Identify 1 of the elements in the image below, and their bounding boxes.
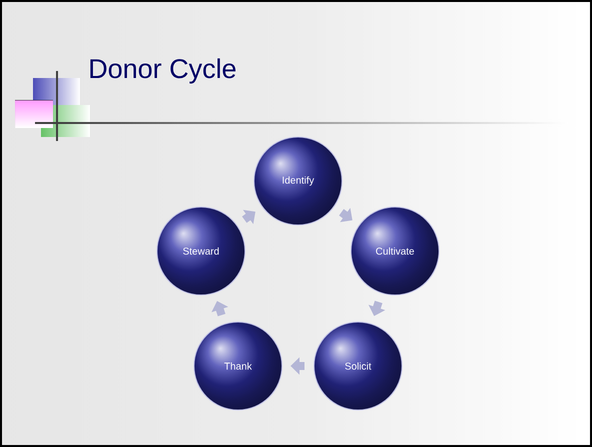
slide-title: Donor Cycle bbox=[90, 58, 236, 84]
